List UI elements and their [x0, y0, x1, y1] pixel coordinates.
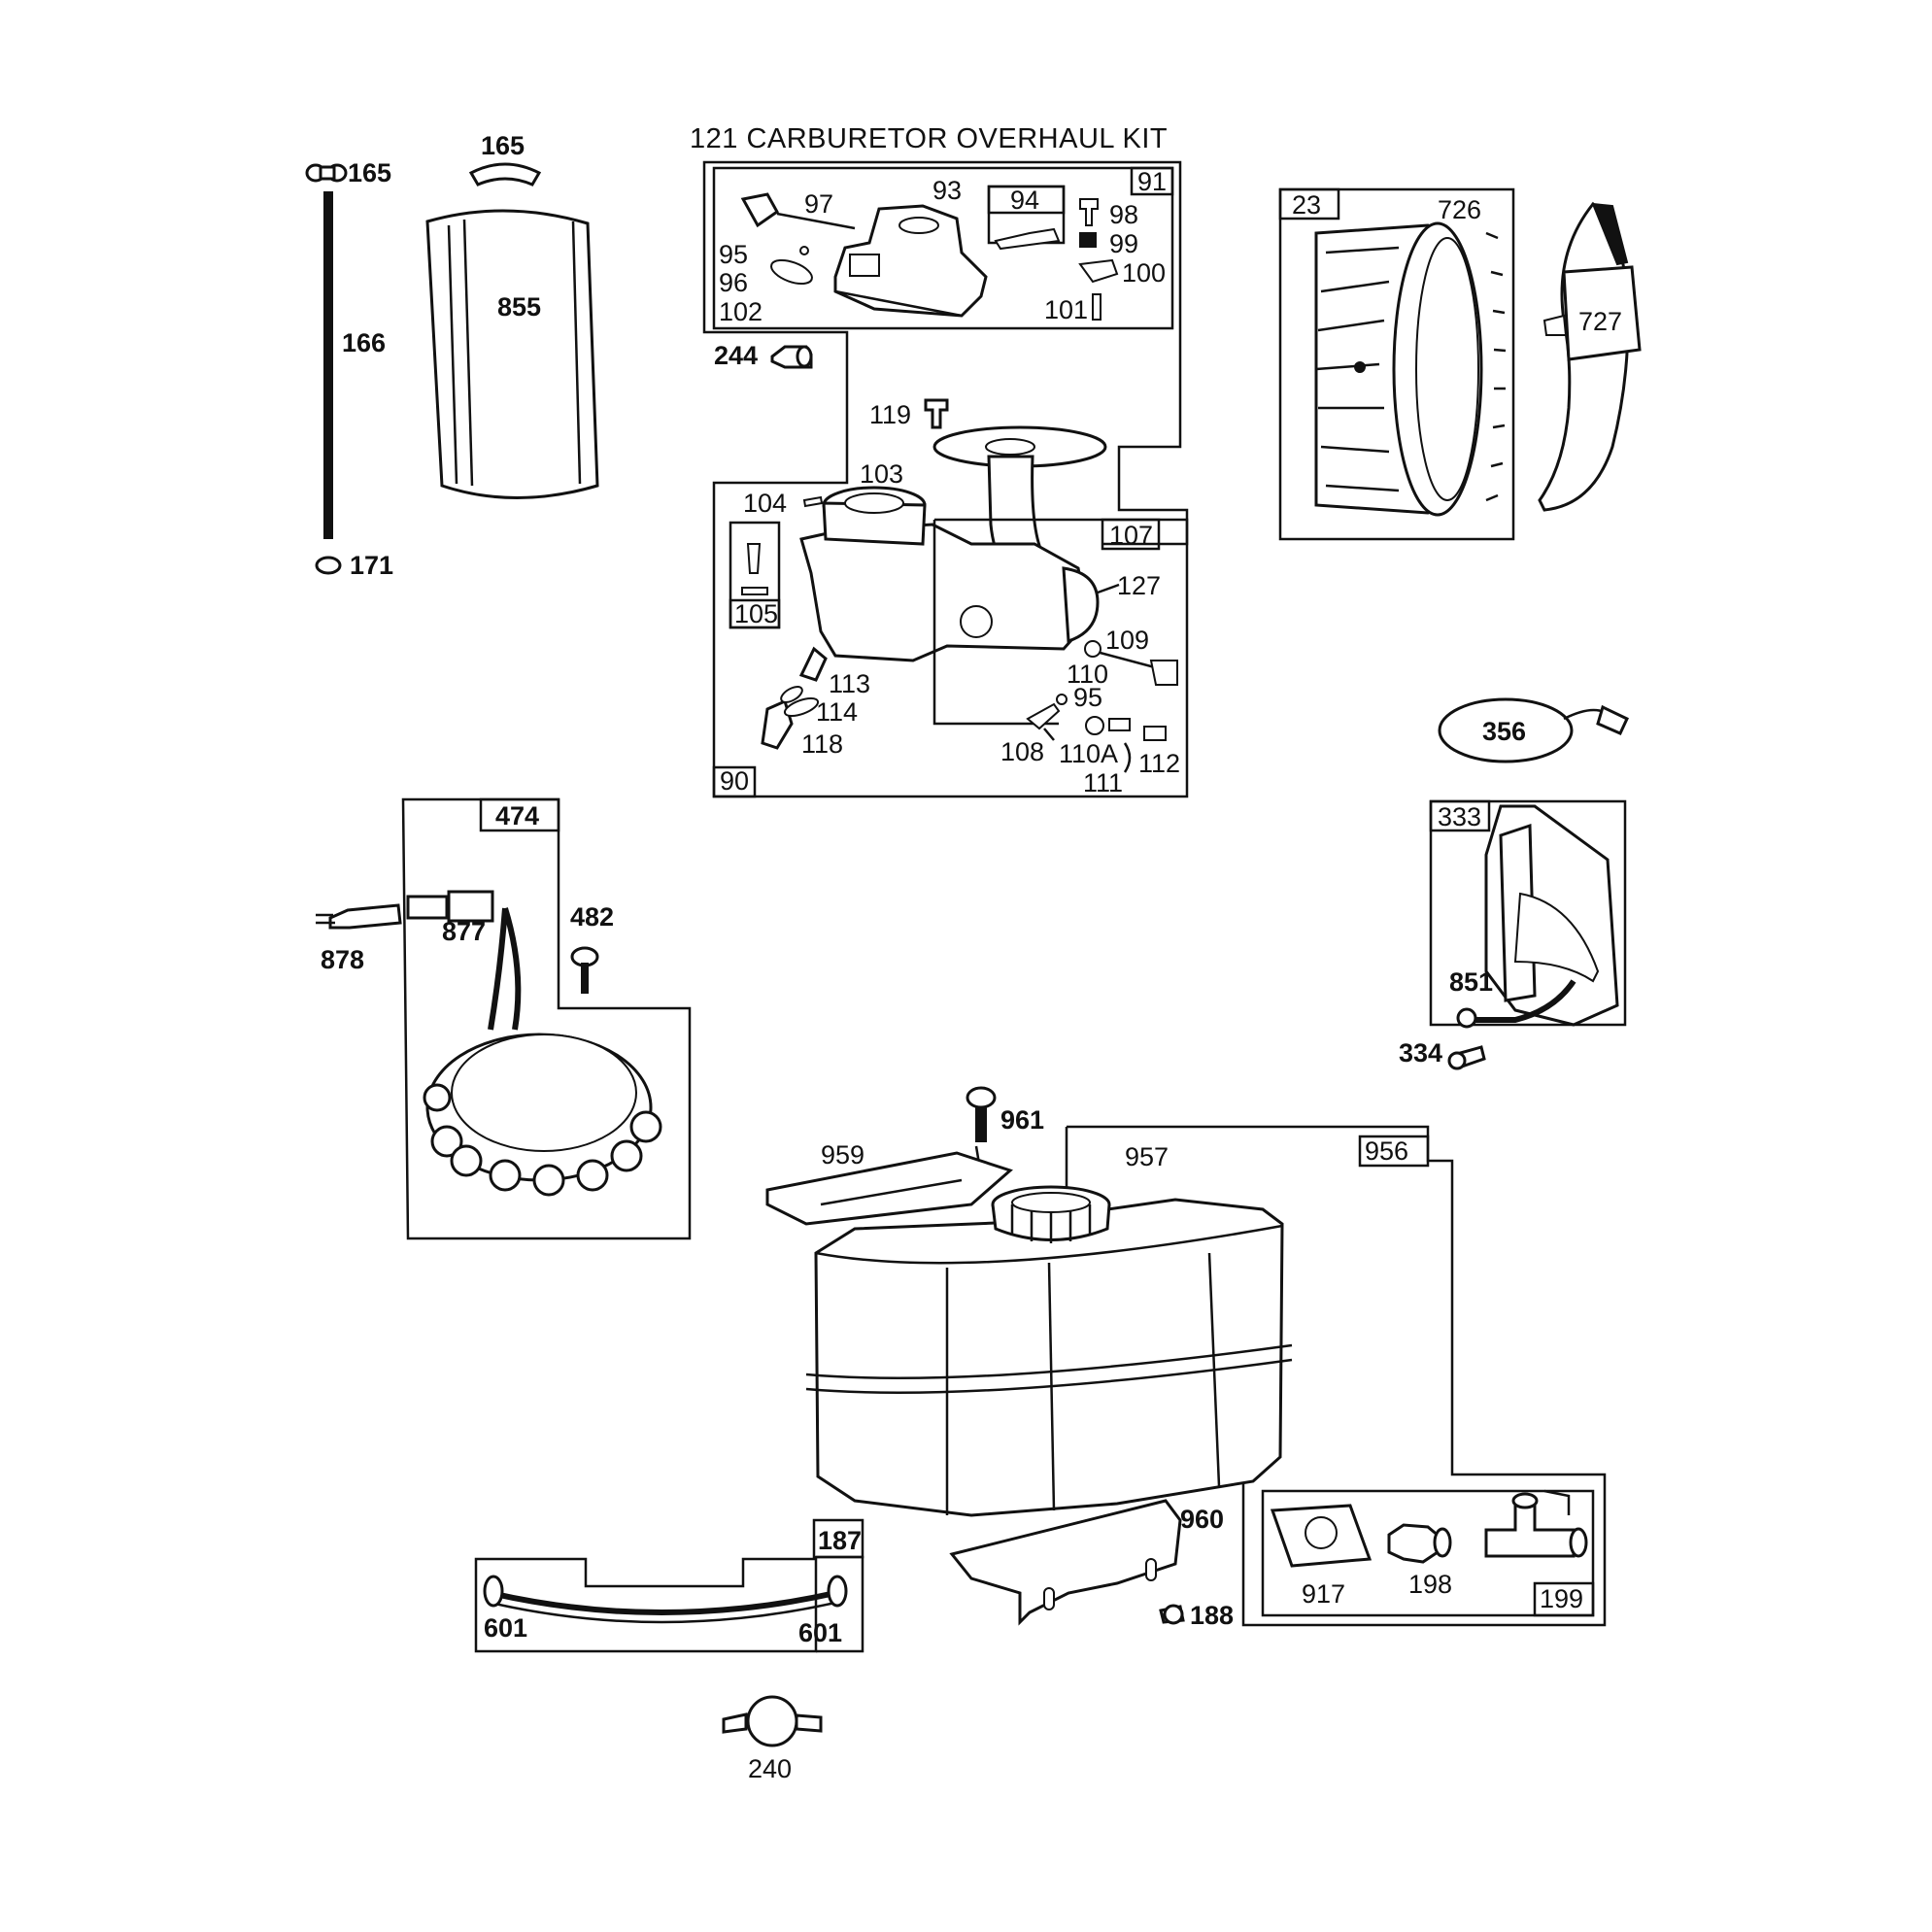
label-961: 961	[1000, 1105, 1044, 1135]
carburetor-body	[761, 425, 1178, 750]
label-726: 726	[1438, 195, 1481, 224]
fitting-244: 244	[714, 341, 813, 370]
box-107: 107	[932, 518, 1189, 726]
label-96: 96	[719, 268, 748, 297]
shroud-727: 727	[1538, 201, 1642, 512]
carburetor-overhaul-kit-outline	[702, 160, 1189, 798]
alternator-474: 474 877 878 482	[316, 797, 692, 1240]
label-91: 91	[1137, 167, 1167, 196]
label-100: 100	[1122, 258, 1166, 288]
wing-nut-165-top	[468, 162, 542, 186]
label-98: 98	[1109, 200, 1138, 229]
label-727: 727	[1578, 307, 1622, 336]
label-114: 114	[816, 697, 858, 727]
label-165-top: 165	[481, 131, 525, 160]
label-97: 97	[804, 189, 833, 219]
label-119: 119	[869, 400, 911, 429]
fuel-tank-assembly: 956 957 961 959 960 188	[765, 1086, 1607, 1630]
label-333: 333	[1438, 802, 1481, 831]
label-109: 109	[1105, 626, 1149, 655]
label-959: 959	[821, 1140, 864, 1169]
label-199: 199	[1540, 1584, 1583, 1613]
label-956: 956	[1365, 1136, 1408, 1166]
kit-parts: 97 95 96 102 93 94 98 99 100 101	[719, 176, 1166, 326]
label-171: 171	[350, 551, 393, 580]
ignition-coil-333: 333 851 334	[1399, 799, 1627, 1070]
label-187: 187	[818, 1526, 862, 1555]
label-878: 878	[321, 945, 364, 974]
cylinder-855-assembly: 165 855	[425, 131, 599, 499]
label-482: 482	[570, 902, 614, 932]
label-94: 94	[1010, 186, 1039, 215]
rod-assembly: 165 166 171	[305, 158, 393, 580]
label-334: 334	[1399, 1038, 1442, 1068]
label-93: 93	[932, 176, 962, 205]
wing-nut-165-left	[305, 163, 348, 183]
label-917: 917	[1302, 1579, 1345, 1609]
label-877: 877	[442, 917, 486, 946]
label-90: 90	[720, 766, 749, 796]
label-244: 244	[714, 341, 758, 370]
label-101: 101	[1044, 295, 1088, 324]
box-23	[1278, 187, 1515, 541]
label-23: 23	[1292, 190, 1321, 220]
label-166: 166	[342, 328, 386, 357]
carburetor-kit-title: 121 CARBURETOR OVERHAUL KIT	[690, 123, 1168, 154]
wire-356: 356	[1438, 697, 1629, 763]
fuel-line-187: 187 601 601	[474, 1518, 864, 1653]
label-107: 107	[1109, 521, 1153, 550]
label-110a: 110A	[1059, 739, 1118, 768]
label-102: 102	[719, 297, 763, 326]
box-105: 105	[729, 521, 781, 629]
label-240: 240	[748, 1754, 792, 1783]
label-112: 112	[1138, 749, 1180, 778]
fuel-tank	[814, 1198, 1284, 1517]
label-127: 127	[1117, 571, 1161, 600]
label-95-top: 95	[719, 240, 748, 269]
label-103: 103	[860, 459, 903, 489]
label-957: 957	[1125, 1142, 1169, 1171]
label-601-left: 601	[484, 1613, 527, 1643]
label-356: 356	[1482, 717, 1526, 746]
label-165-left: 165	[348, 158, 391, 187]
label-474: 474	[495, 801, 539, 830]
label-111: 111	[1083, 768, 1123, 797]
label-104: 104	[743, 489, 787, 518]
carburetor-top-93	[833, 204, 988, 318]
label-113: 113	[829, 669, 870, 698]
label-110: 110	[1067, 660, 1108, 689]
label-105: 105	[734, 599, 778, 628]
bracket-960	[949, 1499, 1182, 1626]
label-188: 188	[1190, 1601, 1234, 1630]
label-855: 855	[497, 292, 541, 322]
label-99: 99	[1109, 229, 1138, 258]
label-198: 198	[1408, 1570, 1452, 1599]
nut-171	[315, 556, 342, 575]
label-95-lower: 95	[1073, 683, 1102, 712]
gasket-108	[1026, 702, 1061, 730]
flywheel-assembly: 23 726	[1278, 187, 1515, 541]
label-118: 118	[801, 729, 843, 759]
label-601-right: 601	[798, 1618, 842, 1647]
label-108: 108	[1000, 737, 1044, 766]
label-960: 960	[1180, 1505, 1224, 1534]
screw-119: 119	[869, 398, 949, 429]
rod-166	[323, 191, 333, 539]
label-851: 851	[1449, 967, 1493, 997]
plate-959	[765, 1151, 1013, 1226]
kit-box-91	[712, 166, 1174, 330]
pin-104	[802, 495, 824, 508]
fuel-filter-240: 240	[722, 1695, 823, 1783]
